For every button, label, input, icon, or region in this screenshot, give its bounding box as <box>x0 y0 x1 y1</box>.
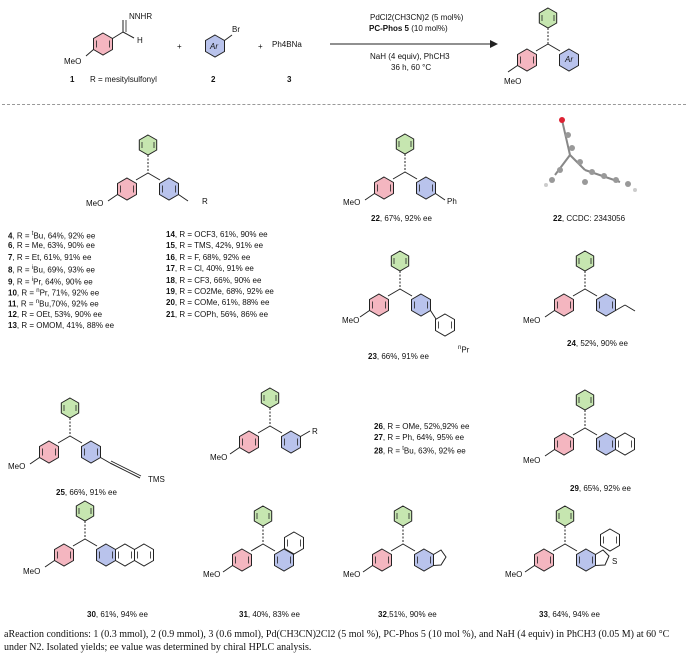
c31-caption: 31, 40%, 83% ee <box>239 610 300 619</box>
c25-caption: 25, 66%, 91% ee <box>56 488 117 497</box>
c33-ome: MeO <box>505 570 523 579</box>
c25-tms: TMS <box>148 475 165 484</box>
xray-crystal-structure <box>544 117 637 192</box>
entry-6: 6, R = Me, 63%, 90% ee <box>8 241 95 251</box>
compound-31-structure <box>223 506 304 572</box>
reagent-1-label: 1 <box>70 75 75 84</box>
meta-r: R <box>312 427 318 436</box>
entry-18: 18, R = CF3, 66%, 90% ee <box>166 275 262 285</box>
c22-caption: 22, 67%, 92% ee <box>371 214 432 223</box>
entry-17: 17, R = Cl, 40%, 91% ee <box>166 264 254 274</box>
entry-9: 9, R = iPr, 64%, 90% ee <box>8 276 93 287</box>
plus-sign-2: + <box>258 42 263 51</box>
product-ar: Ar <box>565 55 573 64</box>
reagent-2-br: Br <box>232 25 240 34</box>
c33-s: S <box>612 557 618 566</box>
series-a-right-list: 14, R = OCF3, 61%, 90% ee 15, R = TMS, 4… <box>166 229 274 320</box>
product-ome: MeO <box>504 77 522 86</box>
entry-11: 11, R = nBu,70%, 92% ee <box>8 299 99 309</box>
c23-caption: 23, 66%, 91% ee <box>368 352 429 361</box>
entry-13: 13, R = OMOM, 41%, 88% ee <box>8 321 115 331</box>
c32-caption: 32,51%, 90% ee <box>378 610 437 619</box>
reagent-1-definition: R = mesitylsulfonyl <box>90 75 157 84</box>
entry-8: 8, R = iBu, 69%, 93% ee <box>8 265 95 275</box>
compound-25-structure <box>30 398 142 479</box>
compound-32-structure <box>363 506 447 572</box>
reagent-2-label: 2 <box>211 75 216 84</box>
reagent-1-structure <box>85 20 135 57</box>
c31-ome: MeO <box>203 570 221 579</box>
section-divider <box>2 104 686 105</box>
c29-ome: MeO <box>523 456 541 465</box>
product-scheme-structure <box>507 7 579 73</box>
condition-time-temp: 36 h, 60 °C <box>391 63 432 72</box>
condition-base-solvent: NaH (4 equiv), PhCH3 <box>370 52 450 61</box>
entry-14: 14, R = OCF3, 61%, 90% ee <box>166 230 268 239</box>
entry-19: 19, R = CO2Me, 68%, 92% ee <box>166 286 274 296</box>
entry-26: 26, R = OMe, 52%,92% ee <box>374 422 470 431</box>
c23-npr: nPr <box>458 345 470 355</box>
series-a-left-list: 4, R = tBu, 64%, 92% ee 6, R = Me, 63%, … <box>8 229 114 332</box>
reagent-1-h: H <box>137 36 143 45</box>
compound-30-structure <box>45 501 154 567</box>
condition-catalyst: PdCl2(CH3CN)2 (5 mol%) <box>370 13 464 22</box>
reagent-3-label: 3 <box>287 75 292 84</box>
reaction-arrow <box>330 40 498 48</box>
compound-33-structure <box>525 506 620 572</box>
reagent-1-imine: NNHR <box>129 12 153 21</box>
c30-caption: 30, 61%, 94% ee <box>87 610 148 619</box>
c29-caption: 29, 65%, 92% ee <box>570 484 631 493</box>
compound-24-structure <box>545 251 636 317</box>
reagent-3: Ph4BNa <box>272 40 302 49</box>
compound-4-21-structure <box>108 135 189 201</box>
c24-caption: 24, 52%, 90% ee <box>567 339 628 348</box>
c30-ome: MeO <box>23 567 41 576</box>
entry-15: 15, R = TMS, 42%, 91% ee <box>166 241 264 251</box>
compound-26-28-structure <box>230 388 311 454</box>
reagent-2-ar: Ar <box>210 42 218 51</box>
entry-27: 27, R = Ph, 64%, 95% ee <box>374 433 465 443</box>
reagent-1-ome: MeO <box>64 57 82 66</box>
c22-ome: MeO <box>343 198 361 207</box>
compound-29-structure <box>545 390 635 456</box>
entry-28: 28, R = tBu, 63%, 92% ee <box>374 445 466 456</box>
entry-16: 16, R = F, 68%, 92% ee <box>166 252 251 262</box>
series-a-ome: MeO <box>86 199 104 208</box>
c22-ph: Ph <box>447 197 457 206</box>
condition-ligand: PC-Phos 5 (10 mol%) <box>369 24 448 33</box>
xray-caption: 22, CCDC: 2343056 <box>553 214 626 223</box>
meta-ome: MeO <box>210 453 228 462</box>
meta-list: 26, R = OMe, 52%,92% ee 27, R = Ph, 64%,… <box>374 421 469 455</box>
compound-22-structure <box>365 134 446 200</box>
c25-ome: MeO <box>8 462 26 471</box>
series-a-r: R <box>202 197 208 206</box>
compound-23-structure <box>360 251 455 337</box>
c24-ome: MeO <box>523 316 541 325</box>
footnote: aReaction conditions: 1 (0.3 mmol), 2 (0… <box>4 629 670 653</box>
entry-20: 20, R = COMe, 61%, 88% ee <box>166 298 270 308</box>
entry-7: 7, R = Et, 61%, 91% ee <box>8 252 92 262</box>
plus-sign-1: + <box>177 42 182 51</box>
entry-21: 21, R = COPh, 56%, 86% ee <box>166 309 269 319</box>
entry-10: 10, R = nPr, 71%, 92% ee <box>8 287 100 298</box>
entry-4: 4, R = tBu, 64%, 92% ee <box>8 231 96 241</box>
reagent-2-structure <box>205 34 233 58</box>
c33-caption: 33, 64%, 94% ee <box>539 610 600 619</box>
c32-ome: MeO <box>343 570 361 579</box>
c23-ome: MeO <box>342 316 360 325</box>
entry-12: 12, R = OEt, 53%, 90% ee <box>8 309 103 319</box>
